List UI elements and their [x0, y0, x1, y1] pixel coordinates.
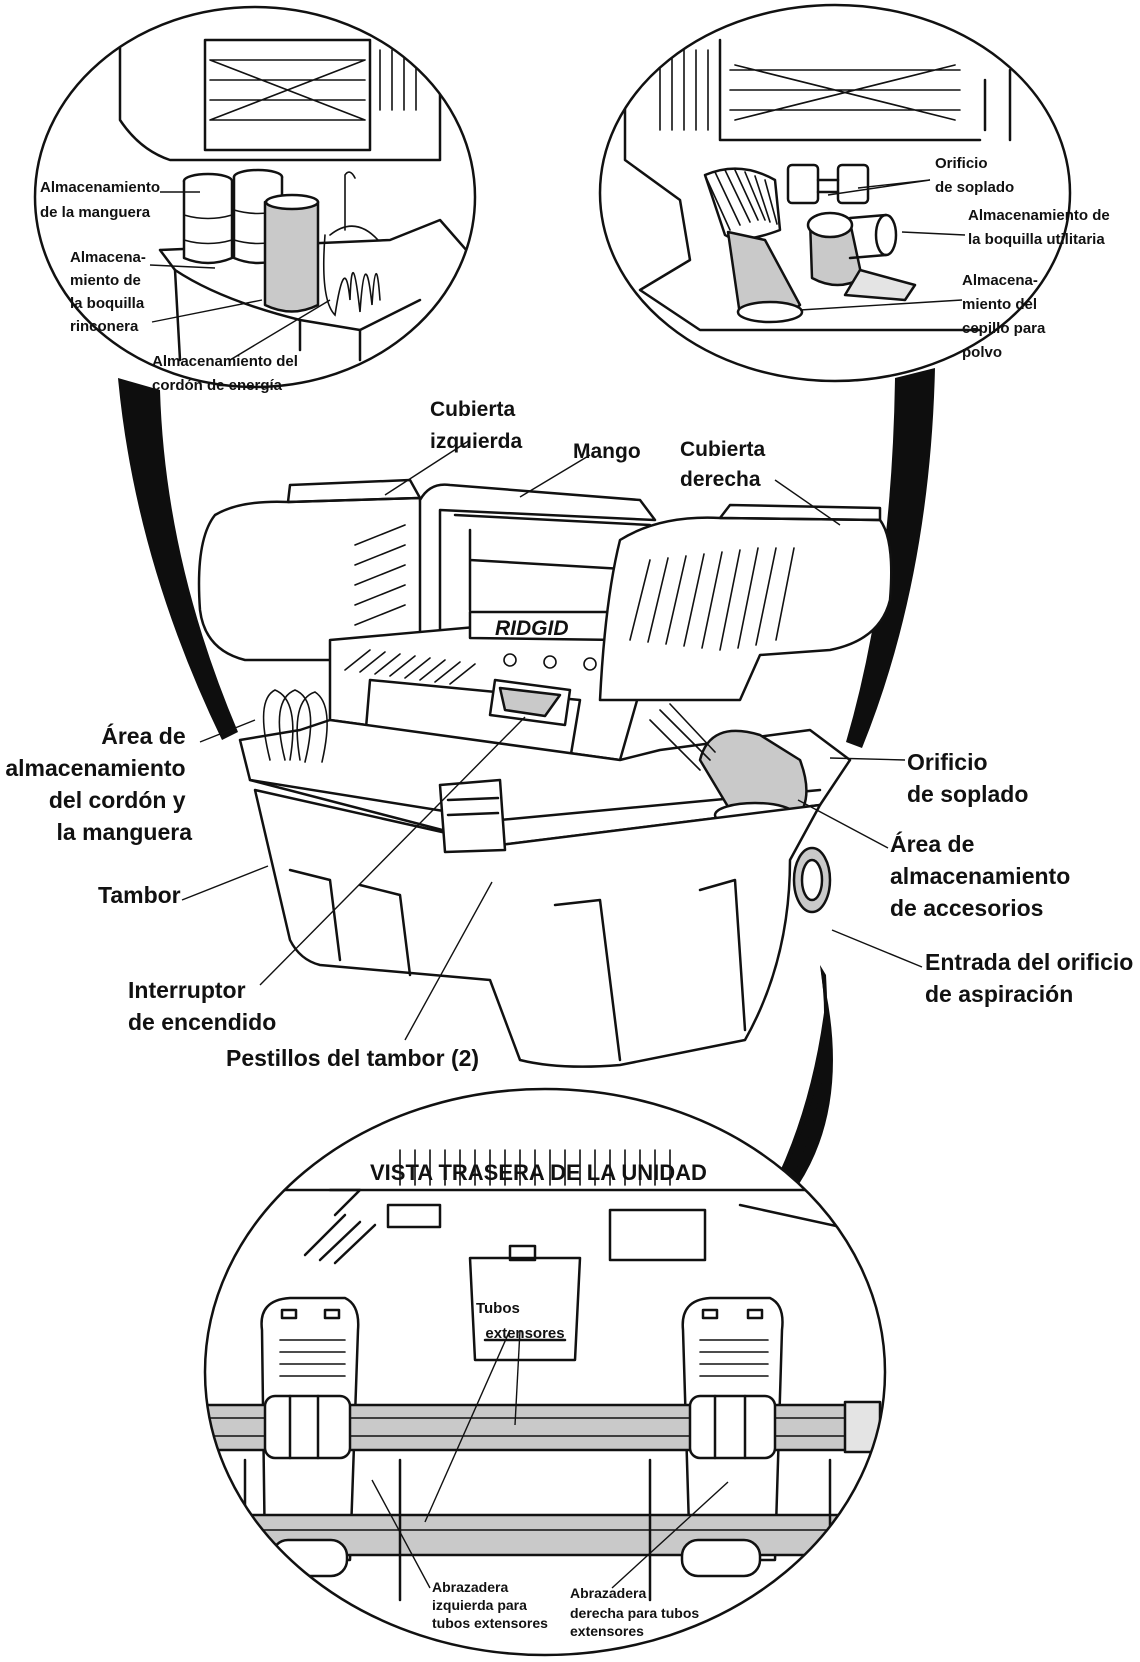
- label-line: almacenamiento: [890, 863, 1070, 889]
- brand-logo: RIDGID: [495, 617, 569, 640]
- label-line: Almacenamiento: [40, 179, 160, 196]
- label-line: de soplado: [935, 179, 1014, 196]
- label-crevice-tool-storage: Almacena- miento de la boquilla rinconer…: [70, 249, 150, 335]
- label-line: de la manguera: [40, 204, 151, 221]
- label-accessory-area: Área de almacenamiento de accesorios: [890, 830, 1077, 921]
- label-line: polvo: [962, 344, 1002, 361]
- label-handle: Mango: [573, 440, 641, 463]
- label-line: derecha para tubos: [570, 1605, 699, 1621]
- label-line: Almacena-: [962, 272, 1038, 289]
- label-line: la boquilla: [70, 295, 145, 312]
- label-line: Abrazadera: [432, 1579, 508, 1595]
- label-line: cordón de energía: [152, 377, 283, 394]
- label-line: Orificio: [935, 155, 988, 172]
- label-drum: Tambor: [98, 882, 181, 908]
- label-line: miento del: [962, 296, 1037, 313]
- label-utility-nozzle-storage: Almacenamiento de la boquilla utilitaria: [968, 207, 1114, 248]
- label-line: rinconera: [70, 318, 139, 335]
- inset-top-right: [598, 3, 1072, 383]
- callout-connector-left: [118, 378, 238, 740]
- label-power-cord-storage: Almacenamiento del cordón de energía: [152, 353, 302, 394]
- label-line: la manguera: [57, 819, 193, 845]
- label-line: Almacena-: [70, 249, 146, 266]
- label-line: Entrada del orificio: [925, 949, 1133, 975]
- label-line: de accesorios: [890, 895, 1043, 921]
- label-hose-storage: Almacenamiento de la manguera: [40, 179, 164, 221]
- label-drum-latches: Pestillos del tambor (2): [226, 1045, 479, 1071]
- inset-top-left: [33, 5, 477, 389]
- label-line: de soplado: [907, 781, 1028, 807]
- label-line: Abrazadera: [570, 1585, 646, 1601]
- inset-rear-view: [203, 1087, 887, 1657]
- label-line: izquierda: [430, 430, 523, 453]
- label-blower-port: Orificio de soplado: [907, 749, 1028, 807]
- label-dusting-brush-storage: Almacena- miento del cepillo para polvo: [962, 272, 1050, 361]
- label-line: Almacenamiento de: [968, 207, 1110, 224]
- label-line: de encendido: [128, 1009, 276, 1035]
- label-blower-port-inset: Orificio de soplado: [935, 155, 1014, 196]
- label-left-cover: Cubierta izquierda: [430, 398, 523, 453]
- main-unit: RIDGID: [197, 478, 893, 1068]
- label-extension-wands: Tubos extensores: [476, 1300, 565, 1342]
- main-leaders: [181, 439, 923, 1041]
- label-right-clamp: Abrazadera derecha para tubos extensores: [570, 1585, 703, 1639]
- label-line: miento de: [70, 272, 141, 289]
- label-line: de aspiración: [925, 981, 1073, 1007]
- label-line: derecha: [680, 468, 761, 491]
- label-line: tubos extensores: [432, 1615, 548, 1631]
- label-vacuum-inlet: Entrada del orificio de aspiración: [925, 949, 1140, 1007]
- label-line: izquierda para: [432, 1597, 527, 1613]
- label-line: del cordón y: [49, 787, 186, 813]
- rear-view-title: VISTA TRASERA DE LA UNIDAD: [370, 1160, 707, 1185]
- label-line: almacenamiento: [5, 755, 185, 781]
- label-line: Área de: [101, 722, 185, 749]
- label-line: la boquilla utilitaria: [968, 231, 1105, 248]
- label-power-switch: Interruptor de encendido: [128, 977, 276, 1035]
- label-line: extensores: [570, 1623, 644, 1639]
- label-line: Tubos: [476, 1300, 520, 1317]
- label-line: Área de: [890, 830, 974, 857]
- label-line: Interruptor: [128, 977, 246, 1003]
- label-line: Almacenamiento del: [152, 353, 298, 370]
- label-line: Orificio: [907, 749, 988, 775]
- label-line: extensores: [485, 1325, 564, 1342]
- label-line: Cubierta: [430, 398, 516, 421]
- label-left-clamp: Abrazadera izquierda para tubos extensor…: [432, 1579, 548, 1631]
- label-cord-hose-area: Área de almacenamiento del cordón y la m…: [5, 722, 192, 845]
- label-line: cepillo para: [962, 320, 1046, 337]
- label-line: Cubierta: [680, 438, 766, 461]
- label-right-cover: Cubierta derecha: [680, 438, 771, 491]
